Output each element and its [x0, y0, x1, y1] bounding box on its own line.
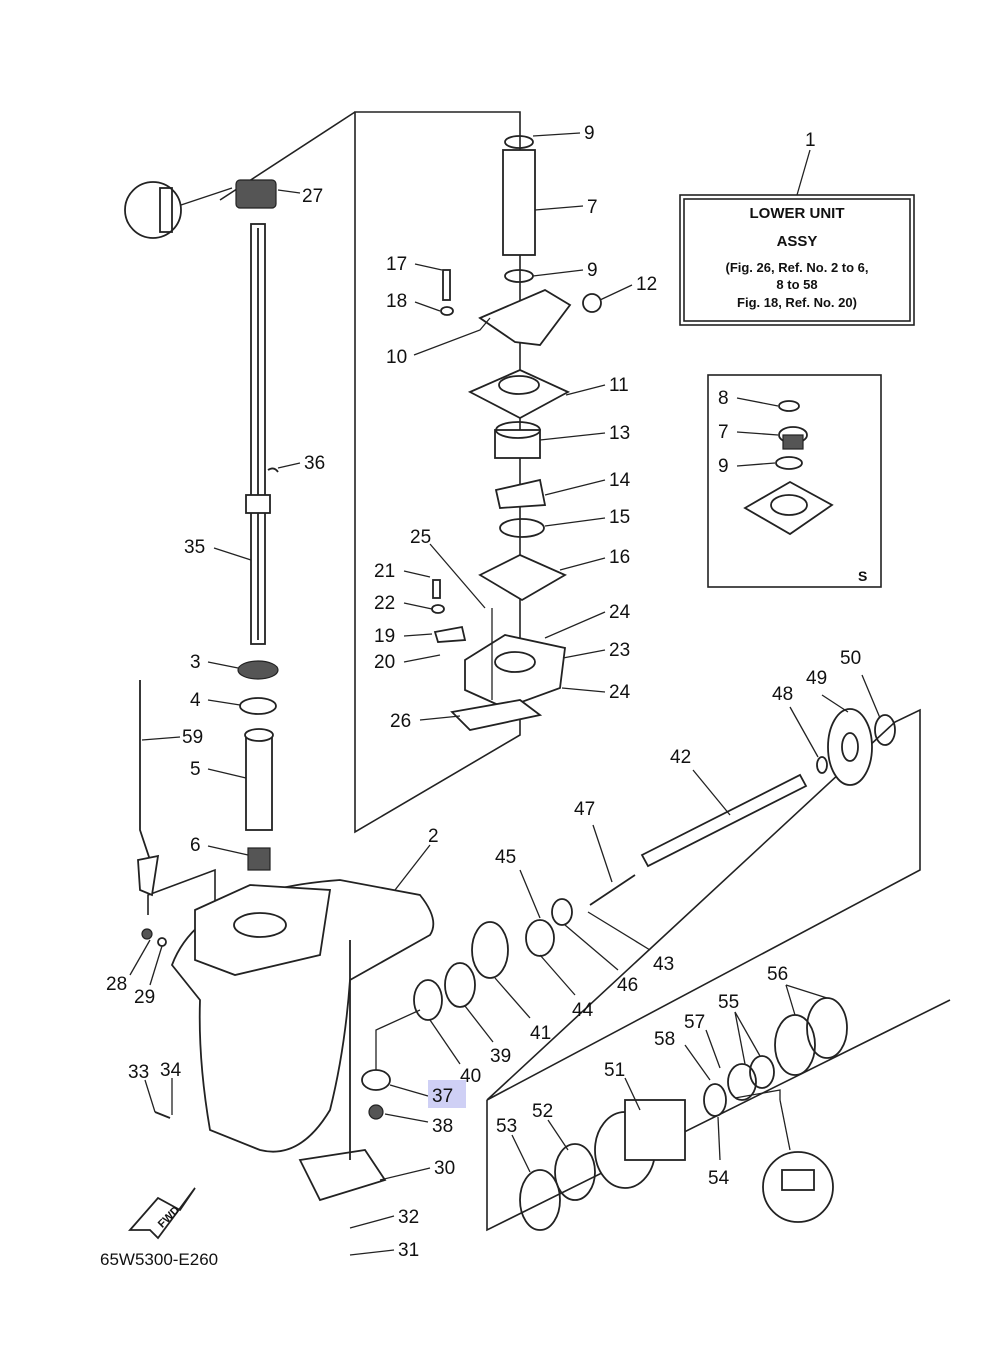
callout-24b: 24 [609, 682, 631, 703]
highlight-box [428, 1080, 466, 1108]
callout-24a: 24 [609, 602, 631, 623]
callout-48: 48 [772, 684, 793, 705]
callout-9b: 9 [587, 260, 598, 281]
propeller-shaft-frame [486, 708, 921, 1101]
inset-callout-8: 8 [718, 388, 729, 409]
callout-6: 6 [190, 835, 201, 856]
inset-box: 8 7 9 S [707, 374, 882, 588]
callout-47: 47 [574, 799, 595, 820]
callout-numbers: 27 9 7 9 17 18 12 10 11 13 14 15 16 25 2… [106, 123, 861, 1261]
assembly-line-3: (Fig. 26, Ref. No. 2 to 6, [725, 260, 868, 275]
callout-25: 25 [410, 527, 431, 548]
callout-21: 21 [374, 561, 395, 582]
callout-40: 40 [460, 1066, 481, 1087]
water-pump-group [431, 135, 602, 731]
callout-56: 56 [767, 964, 788, 985]
callout-45: 45 [495, 847, 516, 868]
callout-2: 2 [428, 826, 439, 847]
callout-15: 15 [609, 507, 630, 528]
assembly-line-1: LOWER UNIT [750, 205, 845, 222]
callout-30: 30 [434, 1158, 455, 1179]
propeller-shaft-frame-lower [486, 999, 951, 1232]
callout-10: 10 [386, 347, 407, 368]
callout-16: 16 [609, 547, 630, 568]
callout-23: 23 [609, 640, 630, 661]
assembly-line-2: ASSY [777, 233, 818, 250]
callout-9a: 9 [584, 123, 595, 144]
callout-46: 46 [617, 975, 638, 996]
callout-52: 52 [532, 1101, 553, 1122]
callout-4: 4 [190, 690, 201, 711]
callout-55: 55 [718, 992, 739, 1013]
assembly-line-4: 8 to 58 [776, 277, 817, 292]
callout-29: 29 [134, 987, 155, 1008]
callout-18: 18 [386, 291, 407, 312]
callout-20: 20 [374, 652, 395, 673]
gear-case-group [141, 879, 435, 1202]
callout-13: 13 [609, 423, 630, 444]
callout-39: 39 [490, 1046, 511, 1067]
driveshaft-group [124, 179, 301, 897]
callout-28: 28 [106, 974, 127, 995]
callout-14: 14 [609, 470, 631, 491]
callout-12: 12 [636, 274, 657, 295]
callout-31: 31 [398, 1240, 419, 1261]
callout-11: 11 [609, 375, 629, 396]
callout-3: 3 [190, 652, 201, 673]
drawing-code: 65W5300-E260 [100, 1250, 218, 1269]
callout-50: 50 [840, 648, 861, 669]
callout-58: 58 [654, 1029, 675, 1050]
callout-26: 26 [390, 711, 411, 732]
callout-37: 37 [432, 1086, 453, 1107]
callout-36: 36 [304, 453, 325, 474]
callout-22: 22 [374, 593, 395, 614]
callout-51: 51 [604, 1060, 625, 1081]
callout-17: 17 [386, 254, 407, 275]
callout-41: 41 [530, 1023, 551, 1044]
inset-callout-7: 7 [718, 422, 729, 443]
shift-rod-frame [147, 868, 216, 915]
propeller-shaft-group [128, 708, 896, 1240]
assembly-box: LOWER UNIT ASSY (Fig. 26, Ref. No. 2 to … [679, 130, 915, 326]
inset-label: S [858, 568, 867, 584]
callout-38: 38 [432, 1116, 453, 1137]
callout-54: 54 [708, 1168, 730, 1189]
water-pump-frame [354, 111, 521, 834]
callout-32: 32 [398, 1207, 419, 1228]
callout-42: 42 [670, 747, 691, 768]
callout-34: 34 [160, 1060, 182, 1081]
callout-19: 19 [374, 626, 395, 647]
callout-57: 57 [684, 1012, 705, 1033]
callout-1: 1 [805, 130, 816, 151]
callout-27: 27 [302, 186, 323, 207]
callout-5: 5 [190, 759, 201, 780]
leader-lines [129, 132, 881, 1256]
callout-33: 33 [128, 1062, 149, 1083]
callout-7: 7 [587, 197, 598, 218]
callout-43: 43 [653, 954, 674, 975]
callout-49: 49 [806, 668, 827, 689]
callout-53: 53 [496, 1116, 517, 1137]
inset-callout-9: 9 [718, 456, 729, 477]
callout-44: 44 [572, 1000, 594, 1021]
assembly-line-5: Fig. 18, Ref. No. 20) [737, 295, 857, 310]
callout-59: 59 [182, 727, 203, 748]
callout-35: 35 [184, 537, 205, 558]
